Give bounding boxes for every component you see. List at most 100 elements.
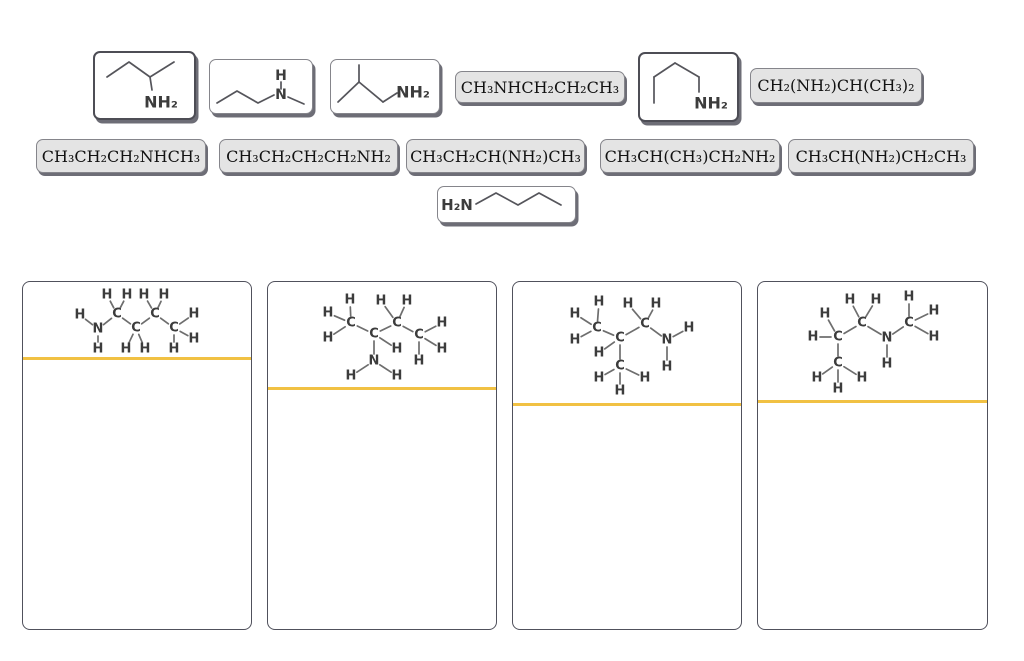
svg-text:H: H [392,342,403,357]
svg-text:C: C [592,321,602,336]
svg-text:C: C [615,331,625,346]
bin-divider-line [513,403,741,406]
svg-text:N: N [369,354,380,369]
svg-text:H: H [437,316,448,331]
svg-text:C: C [346,316,356,331]
tile-skeletal-sec-butylamine[interactable]: NH₂ [93,51,196,120]
svg-text:C: C [112,307,122,322]
svg-text:H: H [169,342,180,357]
svg-text:H: H [122,288,133,303]
svg-text:H: H [376,294,387,309]
svg-text:C: C [640,317,650,332]
svg-text:H: H [615,384,626,399]
svg-text:H: H [684,321,695,336]
formula-label: CH₂(NH₂)CH(CH₃)₂ [757,76,915,95]
svg-text:H: H [833,382,844,397]
svg-text:H: H [323,306,334,321]
h2n-butylamine-skeletal-drawing: H₂N [441,192,562,214]
svg-text:H: H [904,290,915,305]
svg-text:N: N [662,333,673,348]
svg-text:C: C [904,316,914,331]
tile-skeletal-isobutylamine[interactable]: NH₂ [330,59,440,114]
tile-formula-ch3ch2ch2ch2nh2[interactable]: CH₃CH₂CH₂CH₂NH₂ [219,139,398,173]
formula-label: CH₃CH₂CH(NH₂)CH₃ [410,146,581,166]
svg-text:H: H [392,369,403,384]
svg-text:H: H [929,330,940,345]
svg-text:C: C [615,359,625,374]
svg-text:H: H [820,307,831,322]
svg-text:H: H [414,354,425,369]
formula-label: CH₃NHCH₂CH₂CH₃ [460,77,620,97]
svg-text:H: H [102,288,113,303]
tile-formula-ch3nhch2ch2ch3[interactable]: CH₃NHCH₂CH₂CH₃ [455,71,625,103]
svg-text:H: H [75,308,86,323]
formula-label: CH₃CH₂CH₂CH₂NH₂ [226,146,391,166]
svg-text:C: C [833,330,843,345]
svg-text:H: H [640,371,651,386]
svg-text:H: H [623,297,634,312]
tile-formula-ch3ch2chnh2ch3[interactable]: CH₃CH₂CH(NH₂)CH₃ [406,139,585,173]
bin-divider-line [23,357,251,360]
svg-text:H: H [594,346,605,361]
n-methylpropylamine-skeletal-drawing: HN [216,68,305,105]
svg-text:H: H [323,331,334,346]
sec-butylamine-skeletal-drawing: NH₂ [106,61,178,112]
tile-formula-ch3chch3ch2nh2[interactable]: CH₃CH(CH₃)CH₂NH₂ [600,139,780,173]
butylamine-skeletal-drawing: NH₂ [653,62,728,113]
svg-text:C: C [150,307,160,322]
svg-text:C: C [414,328,424,343]
formula-label: CH₃CH(CH₃)CH₂NH₂ [604,146,776,166]
svg-text:H: H [189,307,200,322]
svg-text:H: H [812,371,823,386]
svg-text:H: H [662,360,673,375]
svg-text:C: C [833,356,843,371]
svg-text:H: H [845,293,856,308]
svg-text:C: C [369,327,379,342]
svg-text:H: H [882,357,893,372]
svg-text:H: H [346,369,357,384]
svg-text:C: C [392,316,402,331]
svg-text:N: N [882,331,893,346]
tile-skeletal-butylamine[interactable]: NH₂ [638,52,739,122]
svg-text:H: H [402,294,413,309]
svg-text:H: H [570,333,581,348]
bin-divider-line [758,400,987,403]
isobutylamine-skeletal-drawing: NH₂ [337,64,430,103]
svg-text:H: H [594,295,605,310]
svg-text:H: H [159,288,170,303]
tile-skeletal-h2n-butyl[interactable]: H₂N [437,186,576,223]
formula-label: CH₃CH₂CH₂NHCH₃ [41,146,201,166]
svg-text:H: H [139,288,150,303]
tile-formula-ch2nh2chch3-2[interactable]: CH₂(NH₂)CH(CH₃)₂ [750,68,922,103]
svg-text:H: H [929,304,940,319]
svg-text:H: H [857,371,868,386]
svg-text:H₂N: H₂N [441,196,473,214]
svg-text:H: H [651,297,662,312]
svg-text:C: C [131,321,141,336]
svg-text:H: H [189,332,200,347]
tile-formula-ch3ch2ch2nhch3[interactable]: CH₃CH₂CH₂NHCH₃ [36,139,206,173]
svg-text:H: H [871,293,882,308]
svg-text:H: H [808,330,819,345]
svg-text:H: H [140,342,151,357]
svg-text:H: H [93,342,104,357]
svg-text:H: H [570,307,581,322]
tile-formula-ch3chnh2ch2ch3[interactable]: CH₃CH(NH₂)CH₂CH₃ [788,139,974,173]
formula-label: CH₃CH(NH₂)CH₂CH₃ [795,146,967,166]
svg-text:H: H [594,371,605,386]
bin-divider-line [268,387,496,390]
svg-text:N: N [275,87,287,103]
svg-text:NH₂: NH₂ [396,83,430,102]
svg-text:C: C [857,316,867,331]
svg-text:H: H [437,342,448,357]
svg-text:H: H [275,68,287,84]
